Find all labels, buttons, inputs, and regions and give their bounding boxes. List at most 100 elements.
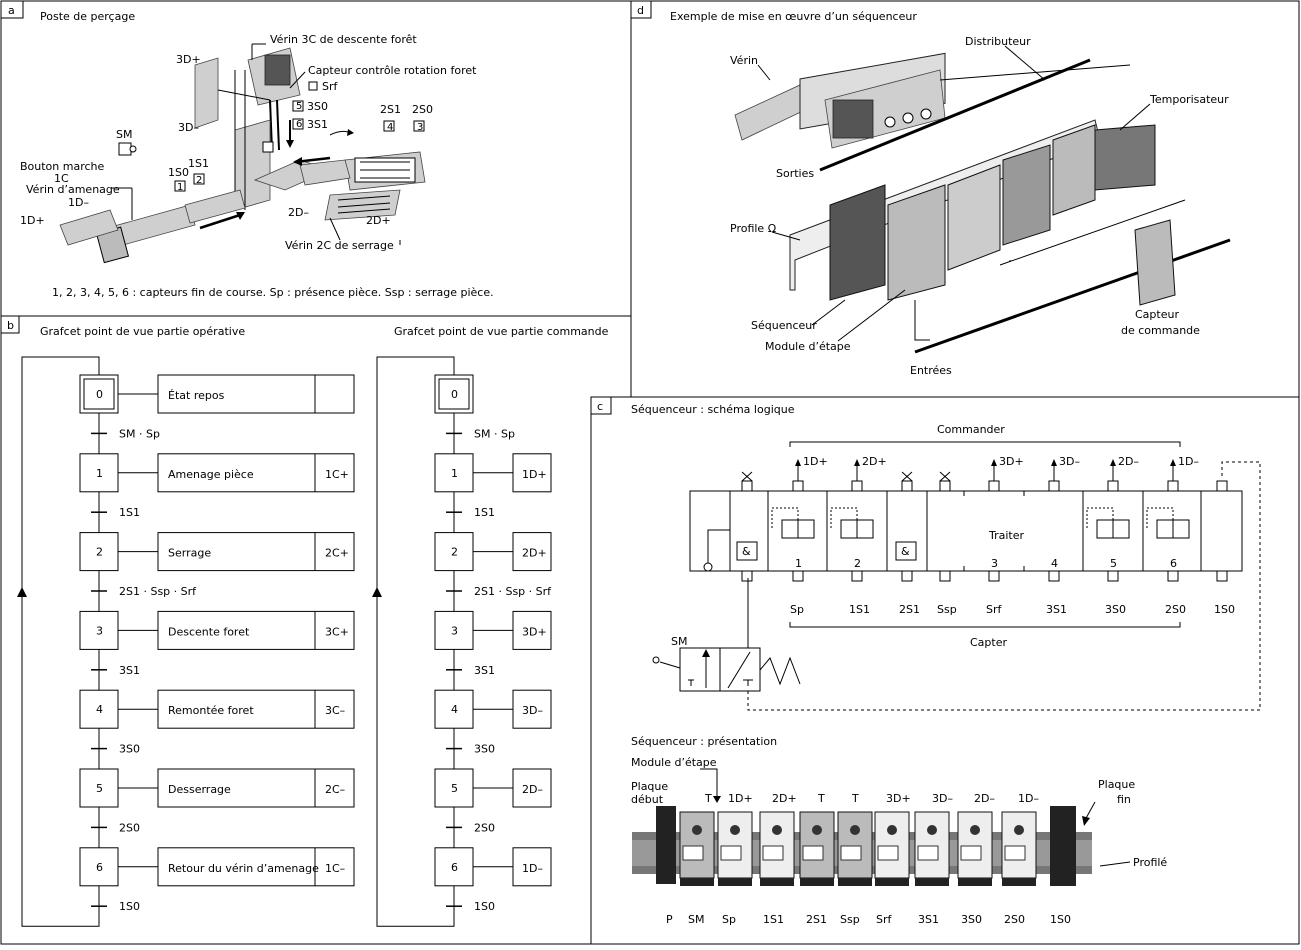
label-2s1: 2S1 bbox=[380, 103, 401, 116]
presentation-top-label: 2D+ bbox=[772, 792, 797, 805]
input-1S0: 1S0 bbox=[1214, 603, 1235, 616]
label-temporisateur: Temporisateur bbox=[1149, 93, 1229, 106]
label-module-etape: Module d’étape bbox=[765, 340, 851, 353]
sensor-3: 3 bbox=[417, 122, 423, 133]
presentation-bottom-label: 3S1 bbox=[918, 913, 939, 926]
step-number: 3 bbox=[451, 624, 458, 637]
transition-condition: 2S0 bbox=[474, 821, 495, 834]
action-label: Descente foret bbox=[168, 625, 250, 638]
logic-title: Séquenceur : schéma logique bbox=[631, 403, 795, 416]
action-box bbox=[157, 768, 355, 808]
action-box bbox=[512, 453, 552, 493]
grafcet-step-5 bbox=[79, 768, 119, 808]
input-3S1: 3S1 bbox=[1046, 603, 1067, 616]
presentation-bottom-label: 1S0 bbox=[1050, 913, 1071, 926]
actuator-code: 3D– bbox=[522, 704, 543, 717]
presentation-top-label: 2D– bbox=[974, 792, 995, 805]
presentation-bottom-label: 3S0 bbox=[961, 913, 982, 926]
action-box bbox=[512, 768, 552, 808]
step-module-photo bbox=[1001, 811, 1037, 879]
panel-c-letter: c bbox=[597, 400, 603, 413]
actuator-code: 2C– bbox=[325, 783, 345, 796]
action-label: Desserrage bbox=[168, 783, 231, 796]
step-number: 4 bbox=[96, 703, 103, 716]
action-box bbox=[157, 453, 355, 493]
step-number: 1 bbox=[451, 467, 458, 480]
commander-label: Commander bbox=[937, 423, 1005, 436]
transition-condition: 3S0 bbox=[119, 743, 140, 756]
panel-b-letter: b bbox=[7, 319, 14, 332]
loop-arrow bbox=[372, 587, 382, 597]
grafcet-po-title: Grafcet point de vue partie opérative bbox=[40, 325, 245, 338]
plaque-fin-2: fin bbox=[1117, 793, 1131, 806]
sensor-1: 1 bbox=[177, 182, 183, 193]
label-capteur-commande-1: Capteur bbox=[1135, 308, 1179, 321]
presentation-bottom-label: 2S1 bbox=[806, 913, 827, 926]
plaque-debut-1: Plaque bbox=[631, 780, 668, 793]
action-box bbox=[512, 689, 552, 729]
label-bouton-marche: Bouton marche bbox=[20, 160, 105, 173]
sm-start-valve bbox=[652, 578, 801, 692]
panel-a-caption: 1, 2, 3, 4, 5, 6 : capteurs fin de cours… bbox=[52, 286, 494, 299]
presentation-bottom-label: SM bbox=[688, 913, 704, 926]
traiter-label: Traiter bbox=[988, 529, 1025, 542]
step-number: 3 bbox=[96, 624, 103, 637]
presentation-top-label: 3D– bbox=[932, 792, 953, 805]
plaque-debut-2: début bbox=[631, 793, 664, 806]
and-symbol: & bbox=[901, 545, 910, 558]
step-number: 5 bbox=[451, 782, 458, 795]
presentation-bottom-label: P bbox=[666, 913, 673, 926]
transition-condition: 1S0 bbox=[474, 900, 495, 913]
step-number-5: 5 bbox=[1110, 557, 1117, 570]
actuator-code: 2D– bbox=[522, 783, 543, 796]
label-profile-omega: Profile Ω bbox=[730, 222, 776, 235]
label-verin-3c: Vérin 3C de descente forêt bbox=[270, 33, 417, 46]
step-module-photo bbox=[679, 811, 715, 879]
sensor-4: 4 bbox=[387, 122, 393, 133]
label-2dminus: 2D– bbox=[288, 206, 309, 219]
action-label: Serrage bbox=[168, 547, 211, 560]
label-sequenceur: Séquenceur bbox=[751, 319, 817, 332]
action-label: État repos bbox=[168, 389, 225, 402]
actuator-code: 1D– bbox=[522, 862, 543, 875]
transition-condition: 1S0 bbox=[119, 900, 140, 913]
presentation-bottom-label: Ssp bbox=[840, 913, 860, 926]
panel-d-letter: d bbox=[637, 4, 644, 17]
action-box bbox=[157, 610, 355, 650]
end-plate-end bbox=[1050, 806, 1076, 886]
presentation-top-label: T bbox=[851, 792, 859, 805]
grafcet-pc-title: Grafcet point de vue partie commande bbox=[394, 325, 609, 338]
action-box bbox=[512, 532, 552, 572]
label-3dminus: 3D– bbox=[178, 121, 199, 134]
step-number: 0 bbox=[96, 388, 103, 401]
label-verin: Vérin bbox=[730, 54, 758, 67]
presentation-bottom-label: 2S0 bbox=[1004, 913, 1025, 926]
transition-condition: 3S1 bbox=[474, 664, 495, 677]
step-module-photo bbox=[717, 811, 753, 879]
presentation-top-label: T bbox=[817, 792, 825, 805]
commander-brace bbox=[789, 441, 1181, 447]
presentation-bottom-label: 1S1 bbox=[763, 913, 784, 926]
actuator-code: 3C– bbox=[325, 704, 345, 717]
actuator-code: 1C– bbox=[325, 862, 345, 875]
step-number-2: 2 bbox=[854, 557, 861, 570]
step-number-6: 6 bbox=[1170, 557, 1177, 570]
label-verin-amenage: Vérin d’amenage bbox=[26, 183, 120, 196]
panel-c-sequencer: c Séquenceur : schéma logique Commander … bbox=[590, 396, 1261, 926]
transition-condition: SM · Sp bbox=[474, 427, 515, 440]
label-2s0: 2S0 bbox=[412, 103, 433, 116]
grafcet-loop bbox=[376, 356, 455, 927]
transition-condition: 3S0 bbox=[474, 743, 495, 756]
label-distributeur: Distributeur bbox=[965, 35, 1031, 48]
action-box bbox=[512, 610, 552, 650]
actuator-code: 1C+ bbox=[325, 468, 349, 481]
grafcet-step-4 bbox=[434, 689, 474, 729]
label-sm: SM bbox=[116, 128, 132, 141]
initial-step-inner bbox=[83, 378, 115, 410]
